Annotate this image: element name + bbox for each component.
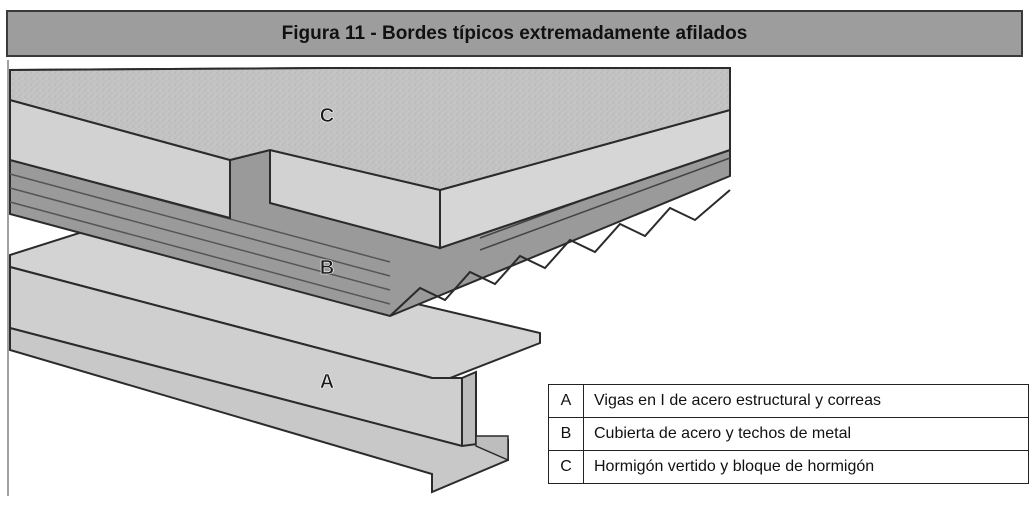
legend-text: Hormigón vertido y bloque de hormigón [583,450,1029,484]
label-b: B [320,257,334,279]
legend-row: B Cubierta de acero y techos de metal [548,417,1029,451]
legend-text: Vigas en I de acero estructural y correa… [583,384,1029,418]
legend-key: A [548,384,584,418]
figure-title: Figura 11 - Bordes típicos extremadament… [281,22,748,44]
label-c: C [320,105,334,127]
concrete-slab [9,67,731,250]
steel-i-beam [9,226,541,494]
legend-key: B [548,417,584,451]
legend-row: A Vigas en I de acero estructural y corr… [548,384,1029,418]
legend-row: C Hormigón vertido y bloque de hormigón [548,450,1029,484]
left-rule [7,60,9,496]
figure-header: Figura 11 - Bordes típicos extremadament… [6,10,1023,57]
legend-text: Cubierta de acero y techos de metal [583,417,1029,451]
legend-key: C [548,450,584,484]
legend-table: A Vigas en I de acero estructural y corr… [548,384,1029,484]
label-a: A [320,371,334,393]
